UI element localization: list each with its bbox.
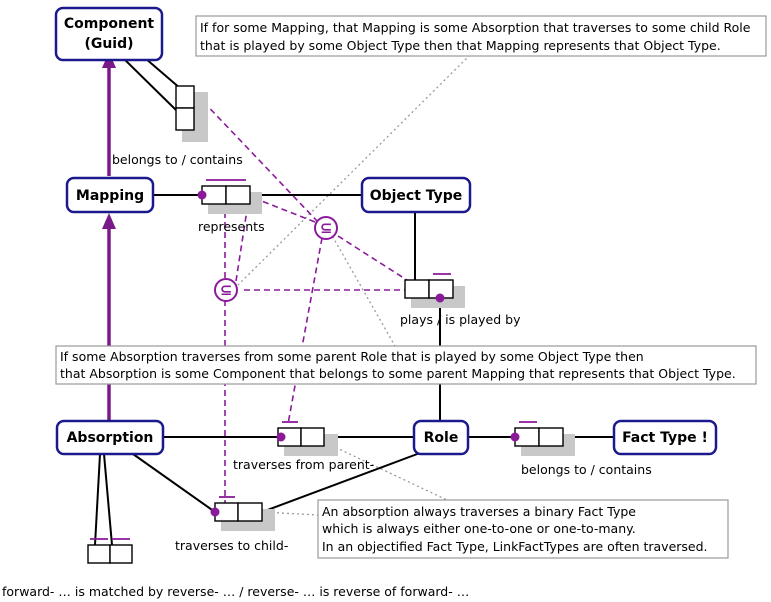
component-fact-line-b — [119, 54, 177, 111]
reading-belongs-to-contains-2: belongs to / contains — [521, 462, 652, 477]
subset-symbol: ⊆ — [220, 281, 233, 299]
note1-line2: that is played by some Object Type then … — [200, 38, 721, 53]
note1-line1: If for some Mapping, that Mapping is som… — [200, 20, 751, 35]
entity-absorption-name: Absorption — [67, 430, 154, 446]
reading-forward-reverse: forward- … is matched by reverse- … / re… — [2, 584, 469, 599]
absorption-forward-line-a — [94, 453, 101, 546]
entity-role-name: Role — [424, 430, 459, 446]
reading-traverses-from-parent: traverses from parent- — [233, 457, 374, 472]
note-mapping-represents-rule: If for some Mapping, that Mapping is som… — [195, 15, 767, 57]
subset-constraint-2[interactable]: ⊆ — [214, 278, 238, 302]
note3-connector-b — [261, 511, 319, 516]
absorption-subtype-arrowhead — [102, 213, 116, 229]
reading-represents: represents — [198, 219, 265, 234]
fact-traverses-from-parent[interactable] — [276, 421, 339, 456]
absorption-forward-line-b — [103, 453, 113, 546]
entity-component-refmode: (Guid) — [84, 36, 133, 52]
subset1-to-represents — [253, 197, 316, 223]
traverses-child-role-line — [261, 449, 429, 513]
reading-traverses-to-child: traverses to child- — [175, 538, 288, 553]
entity-component-name: Component — [64, 16, 155, 32]
note-absorption-component-rule: If some Absorption traverses from some p… — [55, 345, 757, 385]
entity-mapping[interactable]: Mapping — [65, 176, 155, 214]
note3-line2: which is always either one-to-one or one… — [322, 521, 636, 536]
note-absorption-binary: An absorption always traverses a binary … — [317, 499, 729, 559]
subset1-to-component-fact — [197, 95, 319, 223]
entity-mapping-name: Mapping — [76, 188, 144, 204]
reading-plays: plays / is played by — [400, 312, 521, 327]
role-lines — [94, 51, 614, 546]
entity-fact-type[interactable]: Fact Type ! — [612, 419, 718, 456]
entity-component[interactable]: Component (Guid) — [54, 6, 164, 62]
entity-object-type[interactable]: Object Type — [360, 176, 472, 214]
entity-absorption[interactable]: Absorption — [55, 419, 165, 456]
fact-role-belongs[interactable] — [510, 421, 576, 456]
note-connectors — [237, 54, 471, 516]
note3-line3: In an objectified Fact Type, LinkFactTyp… — [322, 539, 708, 554]
note3-connector-a — [321, 440, 448, 501]
fact-forward-reverse[interactable] — [87, 538, 133, 564]
entity-fact-type-name: Fact Type ! — [622, 430, 708, 446]
subset1-to-traverses-parent — [287, 237, 323, 425]
fact-mapping-represents[interactable] — [197, 179, 263, 214]
fact-traverses-to-child[interactable] — [210, 496, 276, 531]
reading-belongs-to-contains-1: belongs to / contains — [112, 152, 243, 167]
note1-connector — [237, 54, 471, 286]
note2-line2: that Absorption is some Component that b… — [60, 366, 736, 381]
note2-connector — [329, 231, 396, 347]
entity-role[interactable]: Role — [412, 419, 470, 456]
note2-line1: If some Absorption traverses from some p… — [60, 349, 644, 364]
entity-object-type-name: Object Type — [370, 188, 463, 204]
note3-line1: An absorption always traverses a binary … — [322, 504, 636, 519]
fact-component-belongs[interactable] — [175, 85, 208, 142]
subset-constraint-1[interactable]: ⊆ — [314, 216, 338, 240]
fact-objecttype-plays[interactable] — [404, 273, 465, 308]
absorption-traverses-child-line — [132, 453, 216, 513]
subset-symbol: ⊆ — [320, 219, 333, 237]
